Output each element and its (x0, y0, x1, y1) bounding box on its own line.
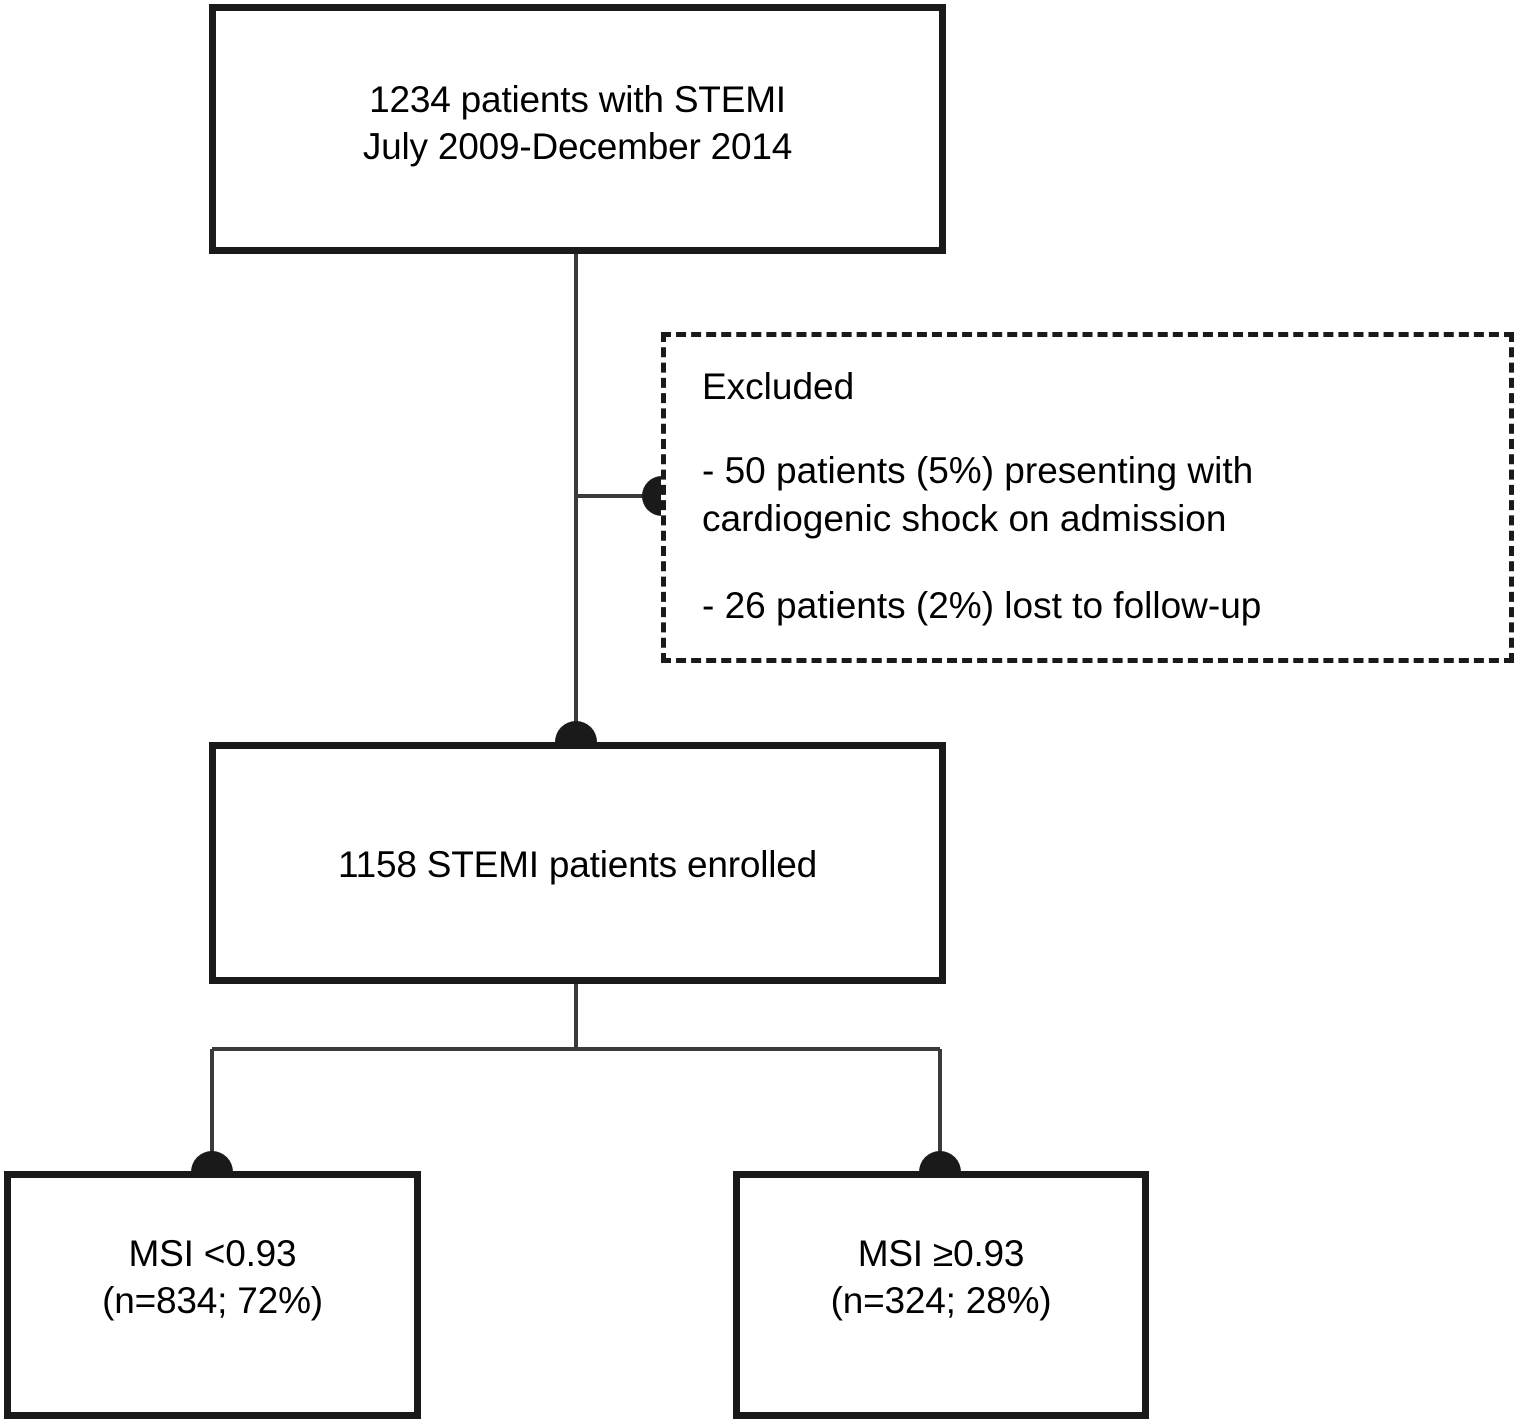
node-excluded: Excluded - 50 patients (5%) presenting w… (661, 332, 1514, 663)
node-total-patients-label: 1234 patients with STEMI July 2009-Decem… (362, 78, 793, 167)
node-excluded-title: Excluded (702, 366, 855, 407)
node-msi-high-label: MSI ≥0.93 (n=324; 28%) (830, 1232, 1052, 1321)
node-excluded-item-2: - 26 patients (2%) lost to follow-up (702, 584, 1262, 626)
node-msi-low: MSI <0.93 (n=834; 72%) (4, 1171, 421, 1419)
node-total-patients: 1234 patients with STEMI July 2009-Decem… (209, 4, 946, 254)
node-msi-high: MSI ≥0.93 (n=324; 28%) (733, 1171, 1149, 1419)
node-enrolled-patients-label: 1158 STEMI patients enrolled (337, 844, 818, 886)
node-enrolled-patients: 1158 STEMI patients enrolled (209, 742, 946, 984)
node-msi-low-label: MSI <0.93 (n=834; 72%) (102, 1232, 323, 1321)
node-excluded-item-1: - 50 patients (5%) presenting with cardi… (702, 450, 1254, 540)
